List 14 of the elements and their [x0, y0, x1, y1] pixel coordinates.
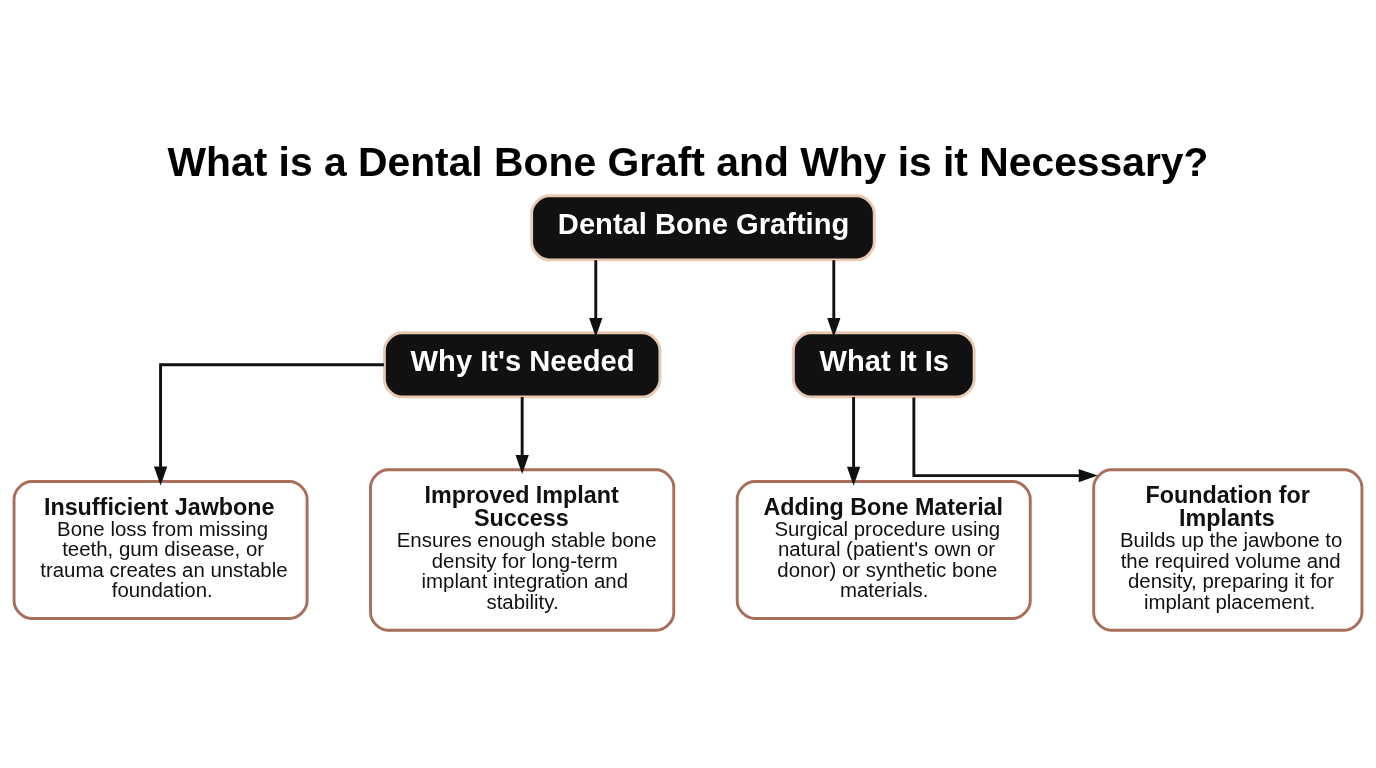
arrow — [153, 362, 384, 485]
node-box: Dental Bone Grafting — [530, 193, 876, 261]
arrow — [589, 259, 603, 337]
node-box: Adding Bone Material Surgical procedure using natural (patient's own or donor) or synthetic bone materials. — [735, 479, 1032, 620]
node-box: What It Is — [791, 330, 976, 398]
node-box: Foundation for Implants Builds up the jawbone to the required volume and density, preparing it for implant placement. — [1092, 467, 1364, 632]
arrow — [912, 396, 1098, 482]
node-box: Insufficient Jawbone Bone loss from missing teeth, gum disease, or trauma creates an unstable foundation. — [12, 479, 309, 620]
node-box: Why It's Needed — [382, 330, 662, 398]
diagram-title: What is a Dental Bone Graft and Why is it Necessary? — [167, 138, 1209, 185]
arrow — [846, 396, 861, 486]
node-box: Improved Implant Success Ensures enough stable bone density for long-term implant integration and stability. — [369, 467, 676, 632]
arrow — [515, 396, 529, 474]
arrow — [827, 259, 841, 337]
